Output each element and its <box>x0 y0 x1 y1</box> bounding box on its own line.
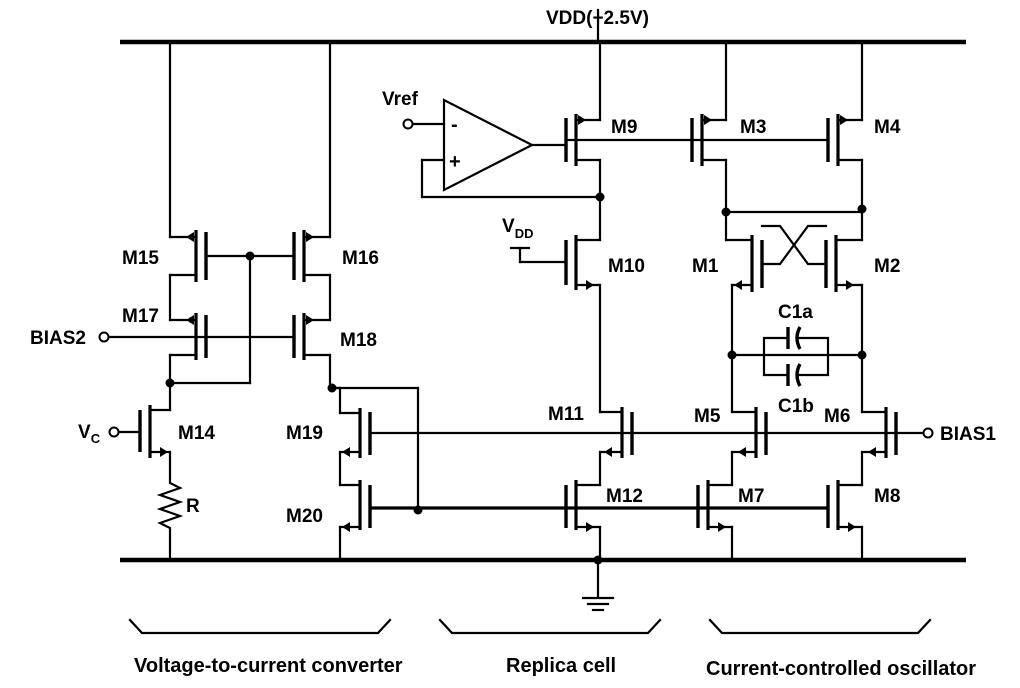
m20-diode-wiring <box>327 383 423 515</box>
capacitor-network <box>727 326 867 387</box>
transistor-m14 <box>108 381 172 458</box>
transistor-m1 <box>724 235 764 414</box>
bias2-pin-label: BIAS2 <box>30 328 86 349</box>
m11-label: M11 <box>548 404 584 425</box>
transistor-m4 <box>826 40 864 242</box>
m4-label: M4 <box>874 117 901 138</box>
brace-cco <box>708 618 932 635</box>
m20-label: M20 <box>286 506 323 527</box>
opamp <box>402 98 605 202</box>
brace-v2i <box>128 618 392 635</box>
m6-label: M6 <box>824 406 850 427</box>
bias1-pin-label: BIAS1 <box>940 424 996 445</box>
m9-label: M9 <box>611 117 637 138</box>
cap-c1a-label: C1a <box>778 302 813 323</box>
transistor-m3 <box>690 40 728 242</box>
transistor-m12 <box>564 480 602 562</box>
transistor-m2 <box>824 235 864 414</box>
vc-pin-label: VC <box>78 422 101 446</box>
transistor-m7 <box>696 480 734 562</box>
m3-label: M3 <box>740 117 766 138</box>
transistor-m8 <box>826 480 864 562</box>
transistor-m15 <box>168 40 208 282</box>
resistor-r-label: R <box>186 496 200 517</box>
mirror-gate-wiring <box>165 251 296 388</box>
m16-label: M16 <box>342 248 379 269</box>
m10-label: M10 <box>608 256 645 277</box>
transistor-m11 <box>598 407 634 487</box>
opamp-minus-label: - <box>451 114 458 136</box>
transistor-m6 <box>860 407 898 487</box>
transistor-m5 <box>730 407 768 487</box>
m8-label: M8 <box>874 486 900 507</box>
bias1-wire <box>368 427 934 439</box>
cross-couple-wiring <box>721 204 867 266</box>
bias2-wire <box>98 331 296 343</box>
vref-pin-label: Vref <box>382 89 419 110</box>
brace-replica <box>438 618 662 635</box>
m2-label: M2 <box>874 256 900 277</box>
m5-label: M5 <box>694 406 721 427</box>
resistor-r <box>156 450 184 562</box>
opamp-plus-label: + <box>449 151 461 173</box>
transistor-m16 <box>292 40 332 282</box>
transistor-m20 <box>338 480 372 562</box>
transistor-m19 <box>328 386 372 487</box>
section-label-replica: Replica cell <box>506 655 616 677</box>
m7-label: M7 <box>738 486 764 507</box>
m12-label: M12 <box>606 486 643 507</box>
m15-label: M15 <box>122 248 159 269</box>
section-label-v2i: Voltage-to-current converter <box>134 655 403 677</box>
local-vdd-label: VDD <box>502 216 533 241</box>
transistor-m18 <box>292 273 332 390</box>
m17-label: M17 <box>122 306 159 327</box>
m19-label: M19 <box>286 423 323 444</box>
ground-node <box>593 555 603 565</box>
transistor-m10 <box>509 235 602 414</box>
m18-label: M18 <box>340 330 377 351</box>
m1-label: M1 <box>692 256 719 277</box>
cap-c1b-label: C1b <box>778 396 814 417</box>
transistor-m17 <box>168 273 208 385</box>
m14-label: M14 <box>178 423 215 444</box>
ground-symbol <box>581 558 615 612</box>
vdd-label: VDD(+2.5V) <box>546 8 649 29</box>
section-label-cco: Current-controlled oscillator <box>706 658 976 680</box>
